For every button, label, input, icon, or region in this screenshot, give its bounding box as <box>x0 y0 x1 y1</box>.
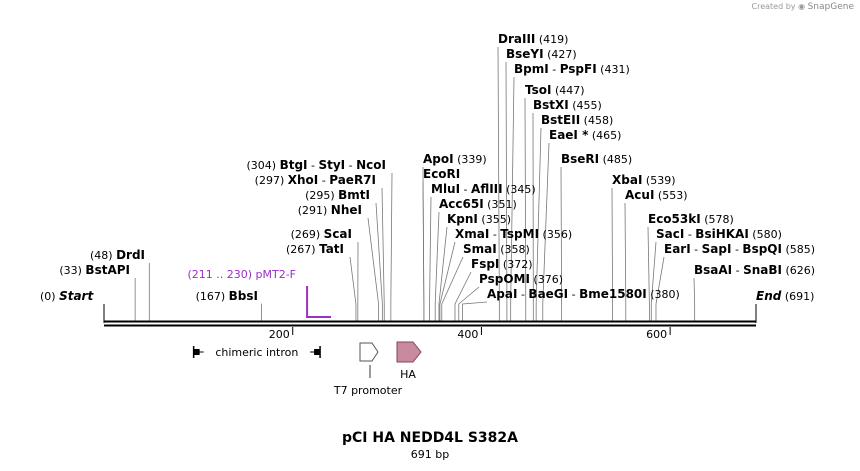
ruler-tick-label: 400 <box>457 328 478 341</box>
restriction-site: DraIII (419) <box>498 32 568 46</box>
end-label: End (691) <box>756 289 814 303</box>
restriction-site: BseYI (427) <box>506 47 577 61</box>
restriction-site: (167) BbsI <box>196 289 258 303</box>
site-leader-line <box>542 142 550 321</box>
restriction-site: MluI - AflIII (345) <box>431 182 536 196</box>
site-leader-line <box>454 271 472 321</box>
snapgene-logo-icon: ◉ <box>798 2 806 11</box>
site-leader-line <box>422 181 425 321</box>
restriction-site: TsoI (447) <box>525 83 585 97</box>
intron-label-bg <box>203 344 311 360</box>
t7-promoter-arrow <box>359 342 379 362</box>
site-leader-line <box>441 256 464 321</box>
site-leader-line <box>429 196 432 321</box>
restriction-site: XbaI (539) <box>612 173 675 187</box>
restriction-site: BsaAI - SnaBI (626) <box>694 263 815 277</box>
restriction-site: ApoI (339) <box>423 152 487 166</box>
site-leader-line <box>349 256 357 321</box>
site-leader-line <box>381 187 385 321</box>
restriction-site: EcoRI <box>423 167 460 181</box>
restriction-site: (33) BstAPI <box>59 263 130 277</box>
site-leader-line <box>647 226 650 321</box>
restriction-site: EaeI * (465) <box>549 128 621 142</box>
restriction-site: KpnI (355) <box>447 212 511 226</box>
plasmid-length: 691 bp <box>410 448 450 461</box>
site-leader-lines <box>103 46 757 323</box>
snapgene-credit: Created by ◉ SnapGene <box>752 2 855 12</box>
restriction-site: (295) BmtI <box>305 188 370 202</box>
restriction-site: SacI - BsiHKAI (580) <box>656 227 782 241</box>
site-leader-line <box>624 202 627 321</box>
restriction-site: PspOMI (376) <box>479 272 563 286</box>
primer-label: (211 .. 230) pMT2-F <box>187 268 296 281</box>
site-leader-line <box>611 187 613 321</box>
restriction-site: (269) ScaI <box>291 227 352 241</box>
ha-tag-label: HA <box>400 368 416 381</box>
site-leader-line <box>439 241 456 321</box>
primer-arrow <box>306 286 332 318</box>
feature-track: chimeric intron T7 promoter HA <box>192 286 422 397</box>
site-leader-line <box>434 211 440 321</box>
promoter-label: T7 promoter <box>333 384 403 397</box>
credit-brand: SnapGene <box>807 2 854 12</box>
restriction-site: BpmI - PspFI (431) <box>514 62 630 76</box>
site-leader-line <box>367 217 379 321</box>
restriction-site: (48) DrdI <box>90 248 145 262</box>
site-leader-line <box>375 202 383 321</box>
intron-label: chimeric intron <box>215 346 298 359</box>
restriction-site: EarI - SapI - BspQI (585) <box>664 242 815 256</box>
restriction-site: XmaI - TspMI (356) <box>455 227 572 241</box>
ruler-tick-label: 600 <box>646 328 667 341</box>
restriction-site-labels: (0) Start End (691) (33) BstAPI(48) DrdI (1… <box>40 32 815 303</box>
site-leader-line <box>458 286 480 321</box>
restriction-site: BseRI (485) <box>561 152 632 166</box>
site-leader-line <box>497 46 500 321</box>
site-leader-line <box>560 166 563 321</box>
restriction-site: ApaI - BaeGI - Bme1580I (380) <box>487 287 680 301</box>
plasmid-title: pCI HA NEDD4L S382A <box>341 430 518 446</box>
site-leader-line <box>261 303 262 321</box>
site-leader-line <box>510 76 515 321</box>
restriction-site: SmaI (358) <box>463 242 530 256</box>
restriction-site: AcuI (553) <box>625 188 688 202</box>
site-leader-line <box>438 226 448 321</box>
restriction-site: Eco53kI (578) <box>648 212 734 226</box>
restriction-site: (267) TatI <box>286 242 344 256</box>
ruler-tick-label: 200 <box>269 328 290 341</box>
site-leader-line <box>462 301 488 321</box>
intron-end-block <box>314 349 321 355</box>
ha-tag-arrow <box>396 341 422 363</box>
site-leader-line <box>693 277 696 321</box>
credit-prefix: Created by <box>751 2 796 11</box>
site-leader-line <box>505 61 508 321</box>
restriction-site: (297) XhoI - PaeR7I <box>255 173 376 187</box>
site-leader-line <box>524 97 527 321</box>
site-leader-line <box>655 256 665 321</box>
restriction-site: (291) NheI <box>298 203 362 217</box>
restriction-site: BstXI (455) <box>533 98 602 112</box>
restriction-site: Acc65I (351) <box>439 197 517 211</box>
dna-backbone <box>104 320 756 327</box>
restriction-site: FspI (372) <box>471 257 532 271</box>
restriction-site: BstEII (458) <box>541 113 613 127</box>
linear-plasmid-map: 200 400 600 chimeric intron T7 promoter HA (… <box>40 32 815 397</box>
start-label: (0) Start <box>40 289 94 303</box>
site-leader-line <box>535 127 542 321</box>
site-leader-line <box>390 172 393 321</box>
restriction-site: (304) BtgI - StyI - NcoI <box>247 158 387 172</box>
intron-start-block <box>193 349 200 355</box>
ruler-ticks: 200 400 600 <box>269 327 671 341</box>
site-leader-line <box>650 241 657 321</box>
